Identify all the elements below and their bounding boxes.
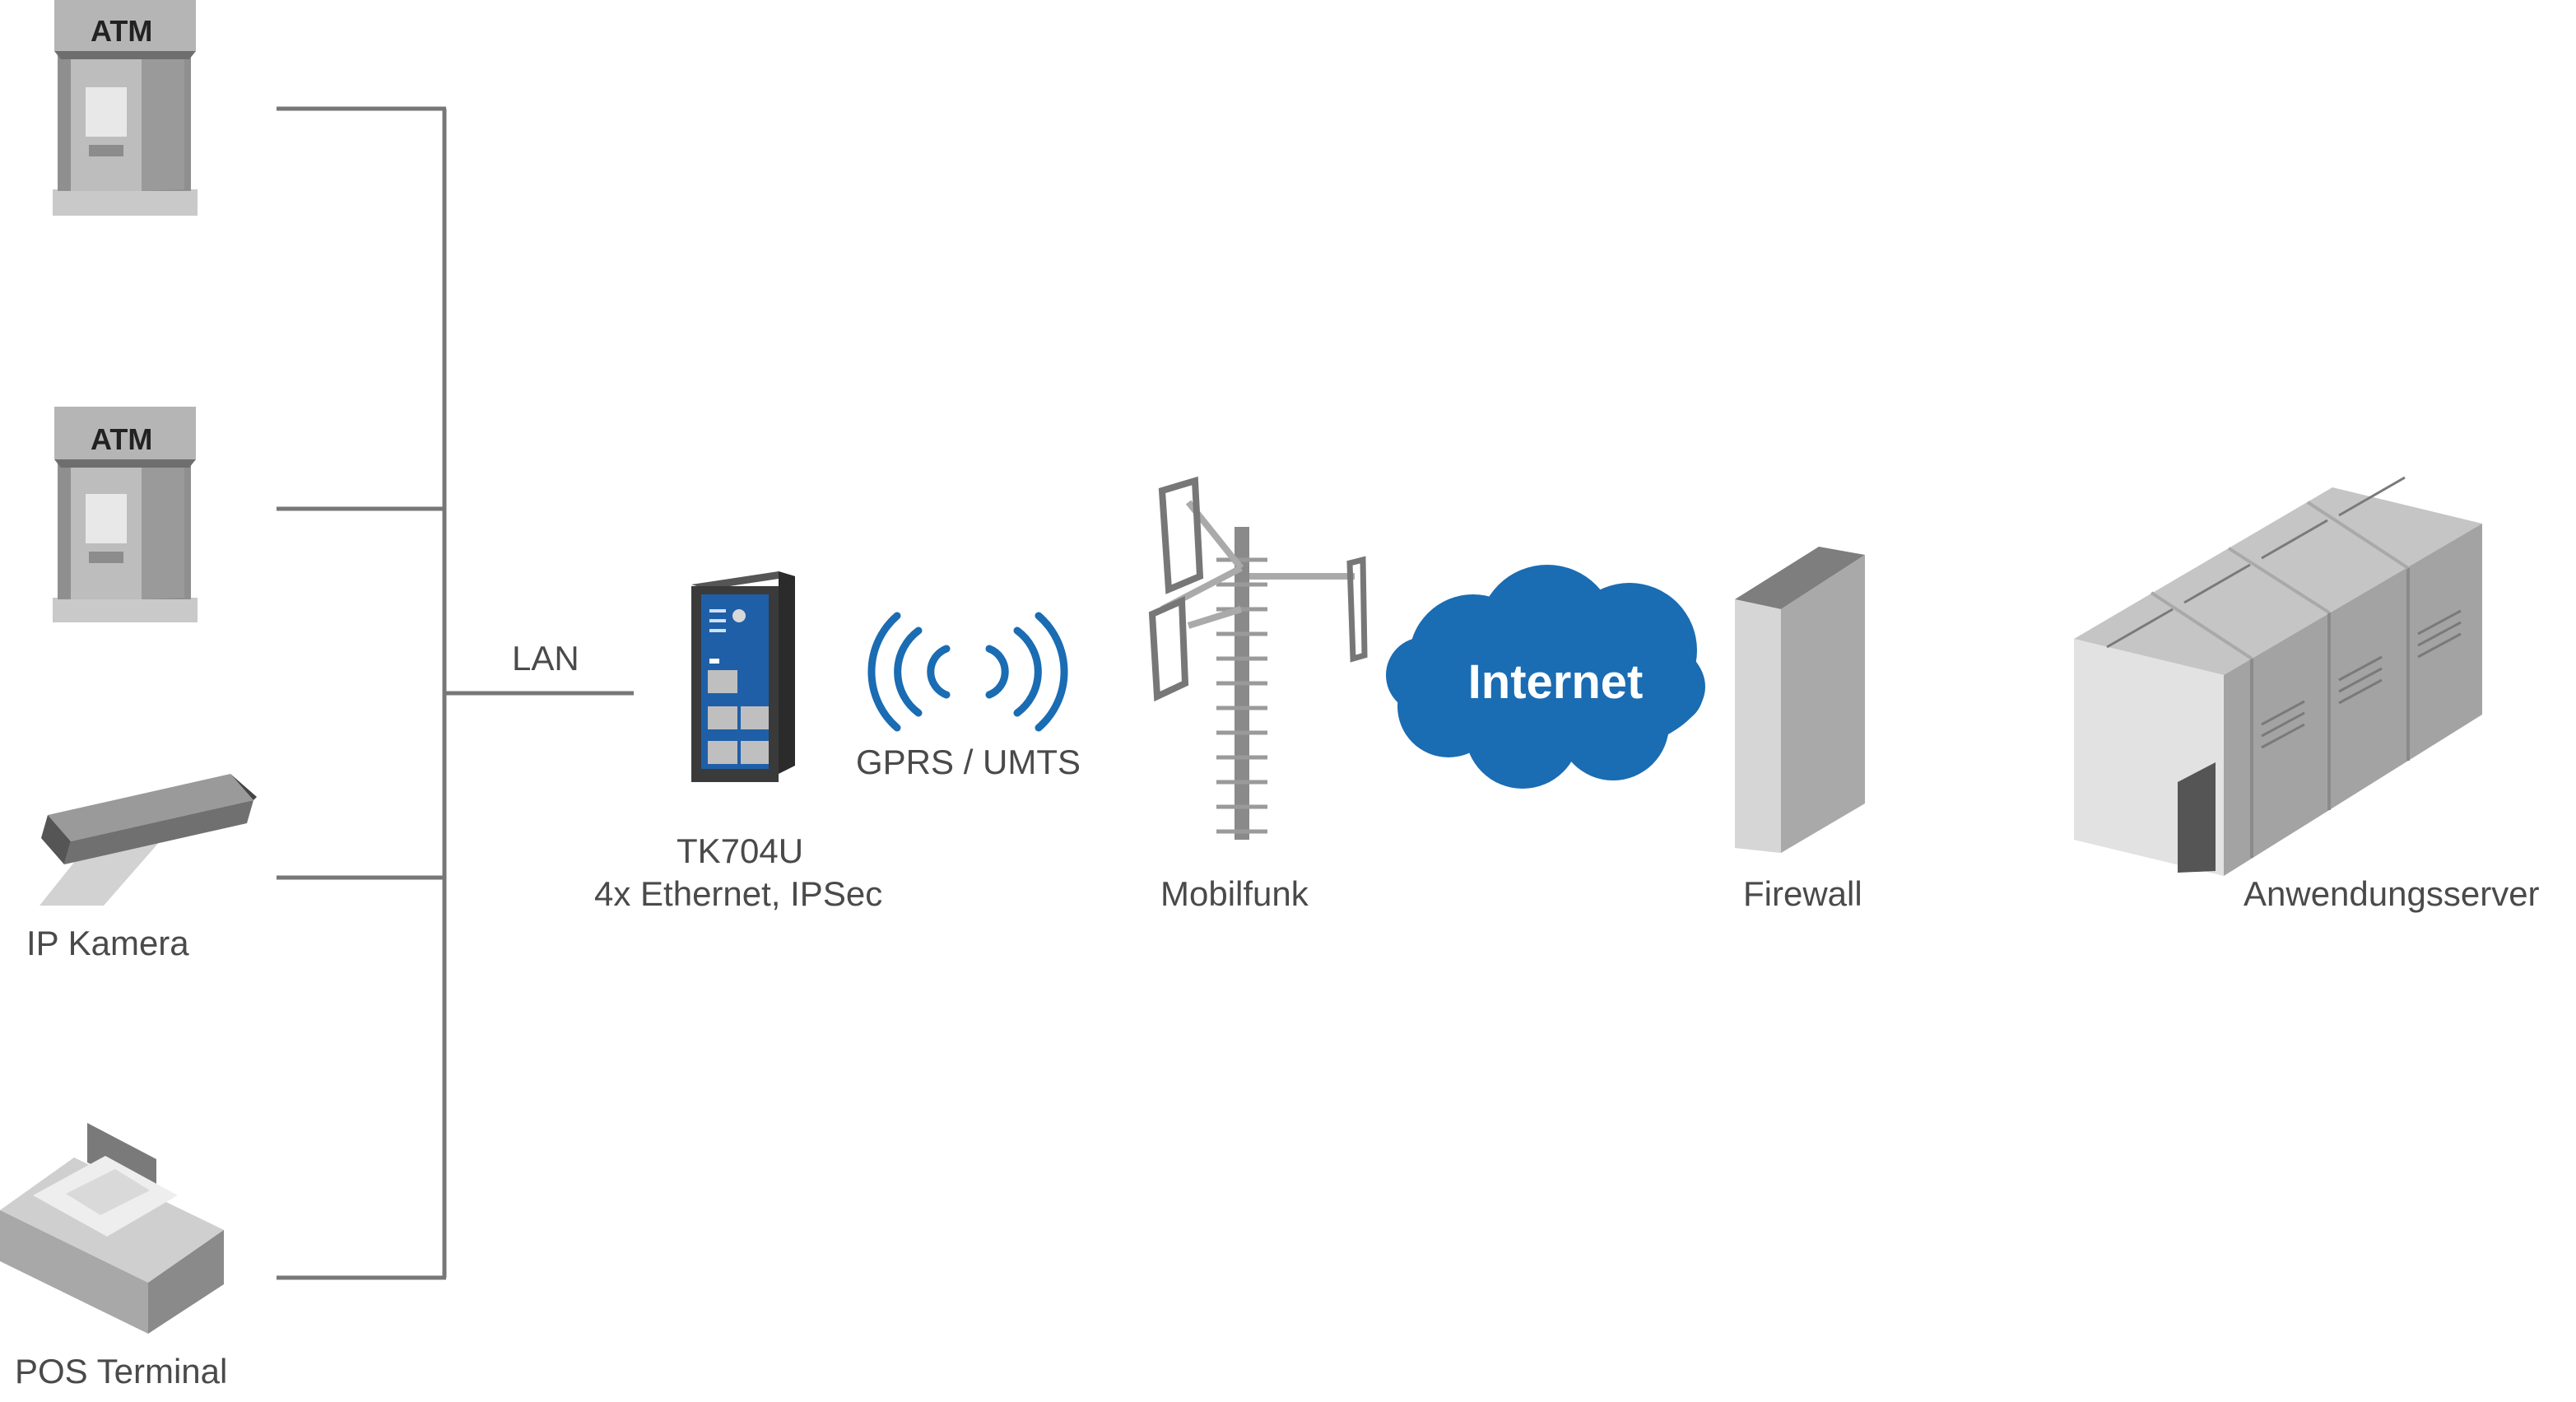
wireless-label: GPRS / UMTS (856, 743, 1081, 781)
ip-camera-icon (40, 774, 257, 906)
atm-1-icon: ATM (53, 0, 198, 216)
servers-label: Anwendungsserver (2244, 874, 2540, 913)
pos-terminal-icon (0, 1123, 224, 1334)
atm-2-icon: ATM (53, 407, 198, 622)
server-rack-icon (2074, 476, 2482, 876)
ip-camera-label: IP Kamera (26, 924, 189, 962)
lan-label: LAN (512, 639, 579, 678)
internet-label: Internet (1468, 655, 1644, 709)
firewall-label: Firewall (1743, 874, 1862, 913)
atm-1-sign: ATM (91, 14, 152, 48)
router-name: TK704U (677, 831, 803, 870)
internet-cloud-icon: Internet (1386, 565, 1705, 789)
cell-tower-icon (1148, 476, 1368, 840)
tower-label: Mobilfunk (1160, 874, 1309, 913)
lan-bus (277, 106, 634, 1280)
atm-2-sign: ATM (91, 422, 152, 456)
wireless-signal-icon (867, 612, 1068, 732)
router-subtitle: 4x Ethernet, IPSec (594, 874, 882, 913)
pos-terminal-label: POS Terminal (15, 1352, 227, 1390)
firewall-icon (1735, 547, 1865, 853)
router-icon (691, 571, 795, 782)
